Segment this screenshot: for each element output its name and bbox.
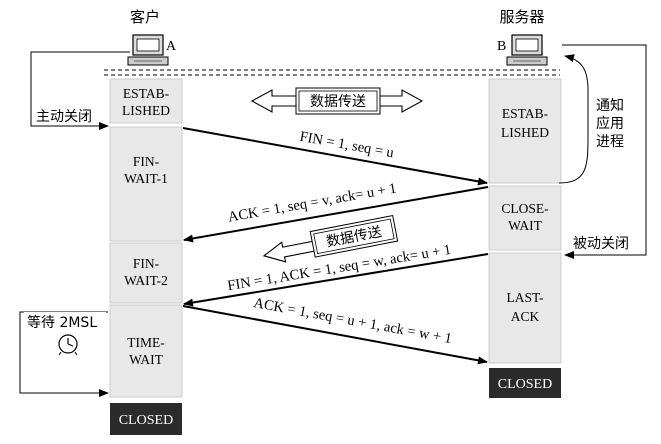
message-label-final-ack: ACK = 1, seq = u + 1, ack = w + 1 [252,295,453,347]
message-arrow-ack [183,186,489,243]
passive-close-label: 被动关闭 [573,236,629,252]
client-label: A [166,39,177,54]
server-title: 服务器 [499,8,544,26]
client-computer-icon [127,34,169,66]
message-label-ack: ACK = 1, seq = v, ack= u + 1 [227,181,398,226]
client-fin-wait-1-line2: WAIT-1 [124,171,168,186]
client-state-time-wait: TIME- WAIT [109,304,183,398]
server-state-closed: CLOSED [489,368,561,398]
client-state-fin-wait-2: FIN- WAIT-2 [109,242,183,304]
notify-app-connector [558,54,589,184]
server-state-close-wait: CLOSE- WAIT [488,185,562,251]
client-state-established: ESTAB- LISHED [109,78,183,124]
server-last-ack-line2: ACK [511,309,540,324]
server-established-line2: LISHED [501,125,549,140]
data-transfer-bidirectional-arrow: 数据传送 [250,87,424,115]
passive-close-connector [562,44,647,259]
client-fin-wait-2-line2: WAIT-2 [124,273,168,288]
server-closed-label: CLOSED [498,377,552,392]
server-close-wait-line2: WAIT [508,218,542,233]
active-close-label: 主动关闭 [36,109,92,125]
data-transfer-left-arrow: 数据传送 [262,214,399,263]
active-close-connector [30,51,130,130]
client-title: 客户 [130,8,160,26]
server-close-wait-line1: CLOSE- [501,201,549,216]
server-state-established: ESTAB- LISHED [488,78,562,184]
data-transfer-label-1: 数据传送 [310,94,366,110]
clock-icon [58,334,78,356]
message-arrow-fin [182,127,488,186]
server-state-last-ack: LAST- ACK [488,252,562,364]
notify-app-line3: 进程 [596,134,624,150]
client-state-closed: CLOSED [110,403,182,435]
server-established-line1: ESTAB- [502,106,549,121]
wait-2msl-label: 等待 2MSL [27,314,97,331]
client-state-fin-wait-1: FIN- WAIT-1 [109,126,183,242]
client-time-wait-line2: WAIT [129,352,163,367]
server-computer-icon [506,34,548,66]
notify-app-line1: 通知 [596,97,624,114]
server-last-ack-line1: LAST- [506,290,544,305]
client-established-line2: LISHED [122,103,170,118]
client-time-wait-line1: TIME- [127,335,165,350]
client-established-line1: ESTAB- [123,86,170,101]
message-arrow-fin-ack [183,253,489,307]
message-label-fin: FIN = 1, seq = u [298,129,395,162]
message-arrow-final-ack [182,305,488,365]
server-label: B [497,39,506,54]
client-fin-wait-2-line1: FIN- [133,256,160,271]
notify-app-line2: 应用 [596,115,624,132]
client-fin-wait-1-line1: FIN- [133,154,160,169]
client-closed-label: CLOSED [119,413,173,428]
